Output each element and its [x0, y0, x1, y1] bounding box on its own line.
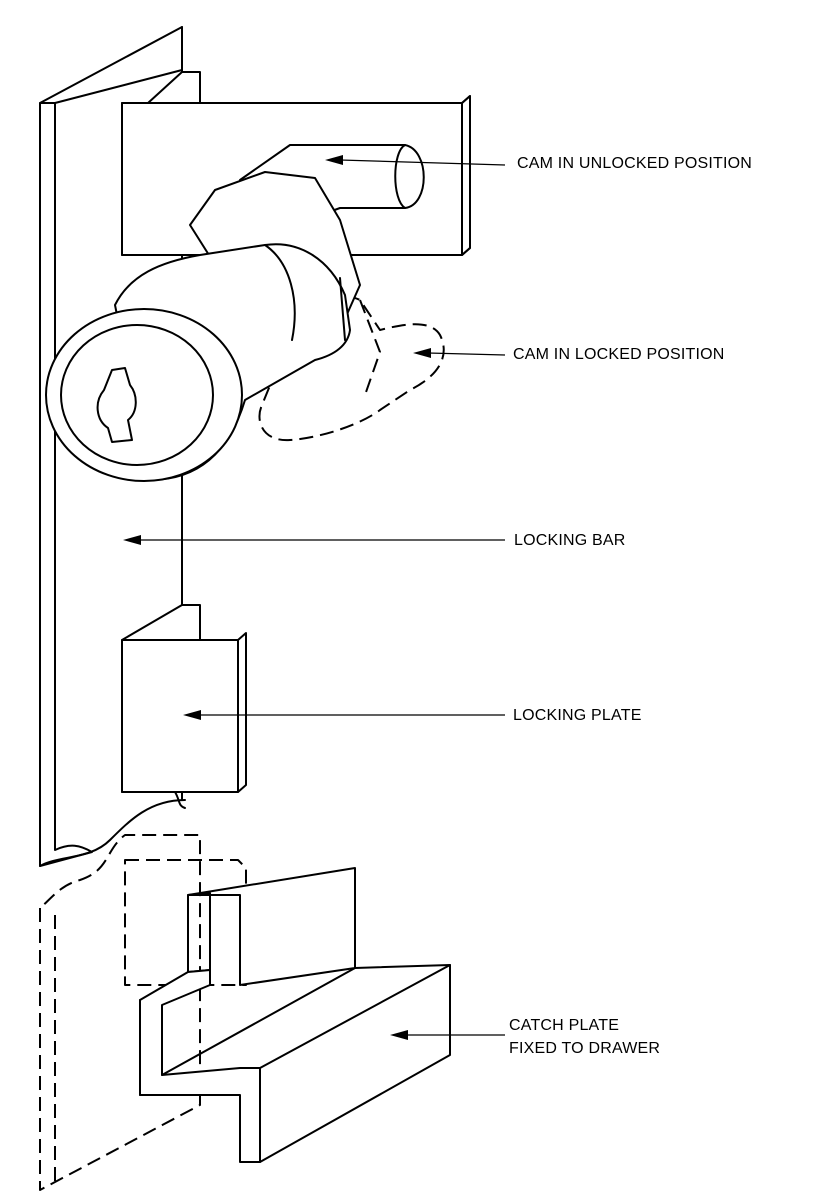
lock-cylinder — [45, 171, 361, 482]
cam-locked — [258, 293, 445, 442]
label-locking-bar: LOCKING BAR — [514, 532, 626, 549]
catch-plate — [139, 867, 451, 1163]
leader-locking-plate — [183, 710, 505, 720]
drawer-outline-dashed — [39, 834, 247, 1191]
locking-plate — [121, 604, 247, 809]
label-cam-locked: CAM IN LOCKED POSITION — [513, 346, 725, 363]
locking-bar-break — [39, 799, 186, 867]
label-cam-unlocked: CAM IN UNLOCKED POSITION — [517, 155, 753, 172]
label-catch-plate-line2: FIXED TO DRAWER — [509, 1040, 661, 1057]
leader-cam-unlocked — [325, 155, 506, 166]
leader-cam-locked — [413, 348, 506, 358]
leader-locking-bar — [123, 535, 505, 545]
leader-catch-plate — [390, 1030, 505, 1040]
label-locking-plate: LOCKING PLATE — [513, 707, 642, 724]
label-catch-plate-line1: CATCH PLATE — [509, 1017, 620, 1034]
